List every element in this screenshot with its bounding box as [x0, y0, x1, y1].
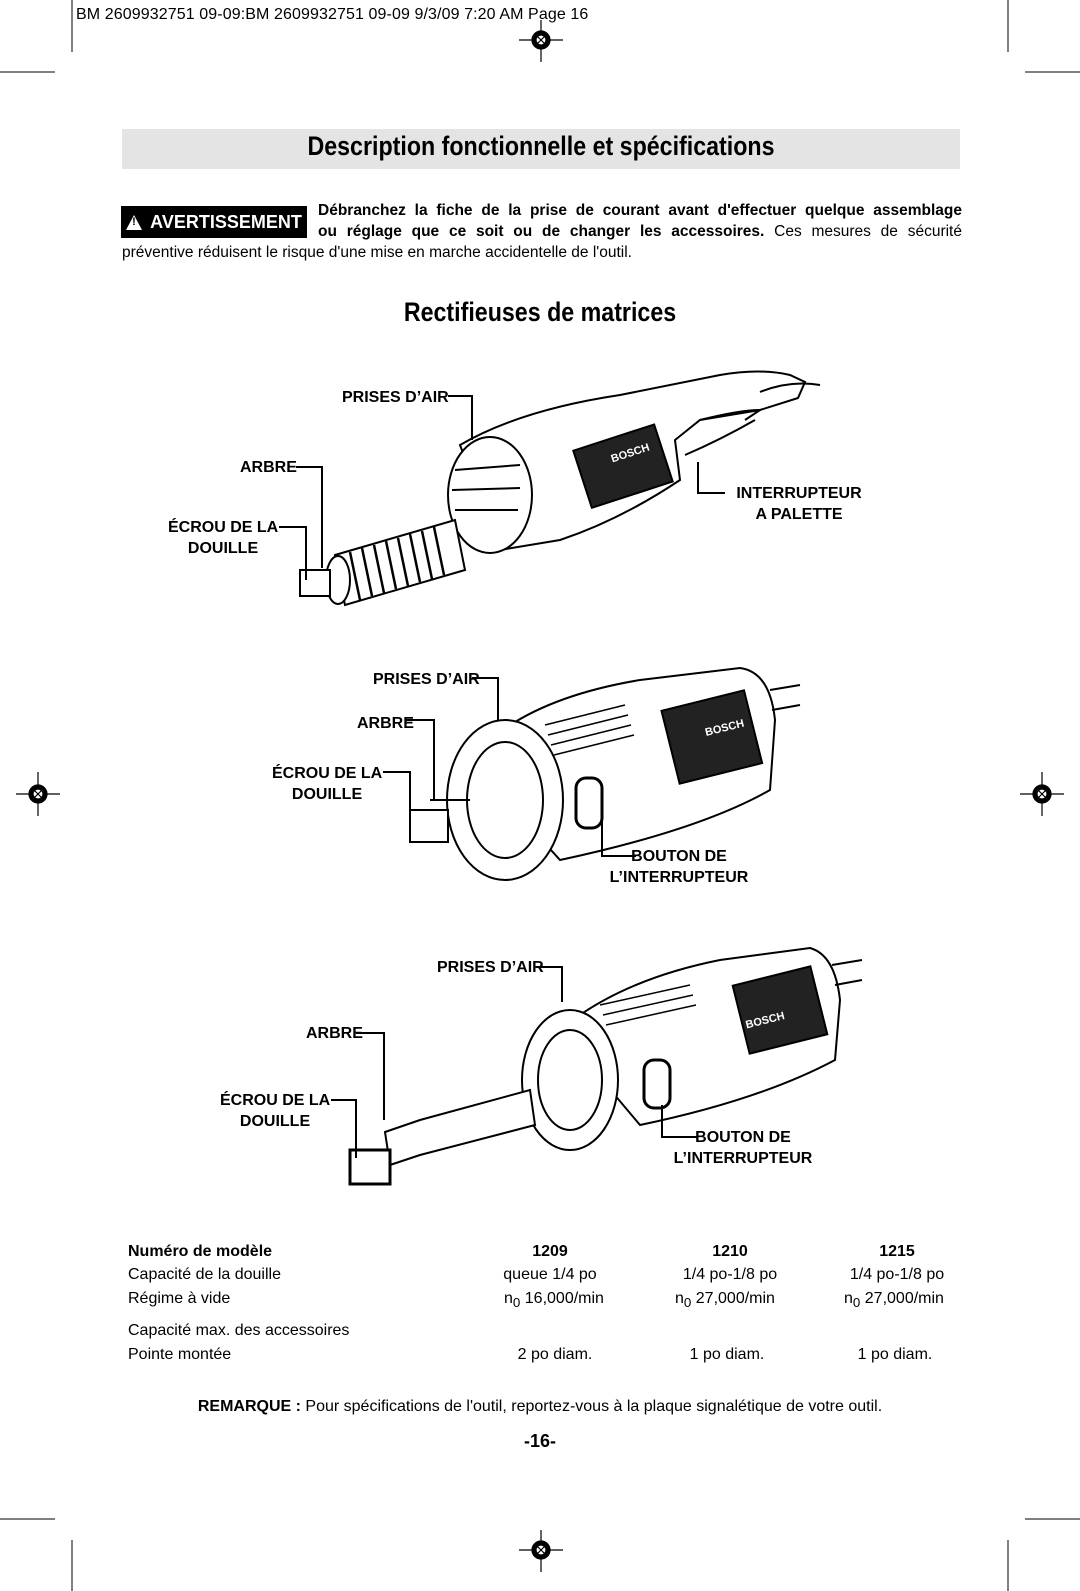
fig1-label-spindle: ARBRE: [240, 459, 297, 476]
spec-speed-sub-2: 0: [683, 1295, 692, 1311]
fig2-label-collet-nut-line2: DOUILLE: [291, 786, 363, 803]
warning-badge: AVERTISSEMENT: [121, 206, 307, 238]
title-bar: [122, 129, 960, 169]
remark-note-text: Pour spécifications de l'outil, reportez…: [300, 1398, 883, 1415]
spec-row-collet-1215: 1/4 po-1/8 po: [849, 1266, 945, 1283]
spec-speed-n-3: n: [844, 1290, 853, 1307]
fig3-label-collet-nut: ÉCROU DE LA DOUILLE: [220, 1090, 330, 1132]
spec-row-speed-label: Régime à vide: [128, 1290, 231, 1307]
fig3-label-switch-button: BOUTON DE L’INTERRUPTEUR: [668, 1127, 818, 1169]
fig2-label-air-intake: PRISES D’AIR: [373, 671, 480, 688]
fig1-label-collet-nut: ÉCROU DE LA DOUILLE: [168, 517, 278, 559]
spec-speed-1215-value: 27,000/min: [864, 1290, 944, 1307]
spec-speed-sub-3: 0: [852, 1295, 861, 1311]
spec-row-mounted-point-1215: 1 po diam.: [857, 1346, 933, 1363]
spec-row-capacity-label: Capacité max. des accessoires: [128, 1322, 350, 1339]
spec-speed-n-2: n: [675, 1290, 684, 1307]
fig1-label-air-intake: PRISES D’AIR: [342, 389, 449, 406]
spec-row-mounted-point-label: Pointe montée: [128, 1346, 232, 1363]
fig2-label-switch-line1: BOUTON DE: [631, 848, 727, 865]
fig3-label-collet-nut-line1: ÉCROU DE LA: [220, 1092, 331, 1109]
fig1-label-collet-nut-line1: ÉCROU DE LA: [168, 519, 279, 536]
warning-text-line2-normal: Ces mesures de sécurité: [764, 223, 962, 240]
fig2-label-spindle: ARBRE: [357, 715, 414, 732]
fig1-label-switch-line1: INTERRUPTEUR: [736, 485, 862, 502]
subtitle: Rectifieuses de matrices: [403, 297, 677, 327]
spec-row-speed-1209: n0 16,000/min: [504, 1290, 604, 1310]
spec-row-collet-1210: 1/4 po-1/8 po: [682, 1266, 778, 1283]
fig3-label-switch-line2: L’INTERRUPTEUR: [673, 1150, 813, 1167]
fig1-label-collet-nut-line2: DOUILLE: [187, 540, 259, 557]
fig2-label-switch-button: BOUTON DE L’INTERRUPTEUR: [604, 846, 754, 888]
fig2-label-collet-nut-line1: ÉCROU DE LA: [272, 765, 383, 782]
spec-speed-sub: 0: [512, 1295, 521, 1311]
spec-speed-1210-value: 27,000/min: [695, 1290, 775, 1307]
remark-note: REMARQUE : Pour spécifications de l'outi…: [0, 1398, 1080, 1416]
warning-badge-label: AVERTISSEMENT: [150, 211, 302, 232]
fig1-label-paddle-switch: INTERRUPTEUR A PALETTE: [736, 483, 862, 525]
fig3-label-switch-line1: BOUTON DE: [695, 1129, 791, 1146]
remark-note-label: REMARQUE :: [197, 1398, 301, 1415]
spec-header-model-1215: 1215: [879, 1243, 915, 1260]
fig3-label-air-intake: PRISES D’AIR: [437, 959, 544, 976]
spec-row-collet-1209: queue 1/4 po: [503, 1266, 597, 1283]
spec-header-model-1210: 1210: [712, 1243, 748, 1260]
page-title: Description fonctionnelle et spécificati…: [307, 131, 775, 161]
fig1-label-switch-line2: A PALETTE: [755, 506, 843, 523]
spec-row-speed-1210: n0 27,000/min: [675, 1290, 775, 1310]
spec-row-mounted-point-1209: 2 po diam.: [517, 1346, 593, 1363]
fig3-label-collet-nut-line2: DOUILLE: [239, 1113, 311, 1130]
warning-text-line2: ou réglage que ce soit ou de changer les…: [318, 223, 962, 241]
warning-text-line1: Débranchez la fiche de la prise de coura…: [318, 202, 962, 219]
print-header: BM 2609932751 09-09:BM 2609932751 09-09 …: [76, 6, 589, 23]
fig2-label-switch-line2: L’INTERRUPTEUR: [609, 869, 749, 886]
page-number: -16-: [523, 1431, 556, 1451]
fig2-label-collet-nut: ÉCROU DE LA DOUILLE: [272, 763, 382, 805]
spec-row-mounted-point-1210: 1 po diam.: [689, 1346, 765, 1363]
warning-text-line3: préventive réduisent le risque d'une mis…: [122, 244, 632, 261]
spec-header-model-1209: 1209: [532, 1243, 568, 1260]
fig3-label-spindle: ARBRE: [306, 1025, 363, 1042]
warning-text-line2-bold: ou réglage que ce soit ou de changer les…: [318, 223, 765, 240]
spec-header-label: Numéro de modèle: [128, 1243, 273, 1260]
warning-triangle-icon: [126, 214, 143, 230]
spec-speed-1209-value: 16,000/min: [524, 1290, 604, 1307]
spec-row-speed-1215: n0 27,000/min: [844, 1290, 944, 1310]
spec-speed-n: n: [504, 1290, 513, 1307]
spec-row-collet-label: Capacité de la douille: [128, 1266, 281, 1283]
